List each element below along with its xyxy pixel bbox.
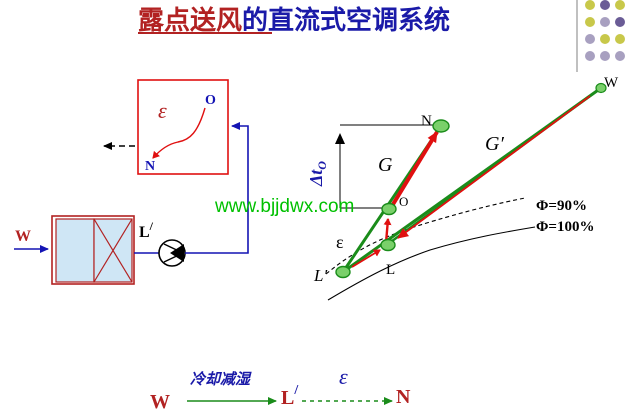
coil-cross-2	[93, 218, 133, 283]
room-point-o: O	[205, 93, 216, 108]
point-l-marker	[380, 238, 396, 252]
system-schematic: W L/ ε O N	[14, 79, 249, 285]
room-process-curve	[152, 107, 206, 159]
room-point-n: N	[145, 159, 155, 174]
phi-90-label: Φ=90%	[536, 198, 587, 214]
label-g: G	[378, 154, 393, 176]
process-end: N	[396, 386, 411, 408]
arrow-lp-to-l	[351, 249, 381, 268]
point-w-marker	[595, 82, 607, 94]
inlet-label: W	[15, 228, 31, 245]
phi-100-label: Φ=100%	[536, 219, 594, 235]
decorative-dots	[576, 0, 625, 72]
unit-chamber	[55, 218, 95, 283]
coil-outlet-label: L/	[139, 219, 154, 241]
process-chain: W 冷却减湿 L/ ε N	[150, 364, 411, 411]
process-epsilon: ε	[339, 364, 348, 389]
title-highlight: 露点送风	[138, 5, 242, 36]
psychrometric-diagram: ΔtO W N O L L′ G G′ ε Φ=90% Φ=100%	[306, 75, 619, 301]
arrow-w-to-l	[397, 95, 591, 239]
label-g-prime: G′	[485, 133, 504, 155]
process-middle: L/	[281, 383, 299, 409]
supply-duct-2	[185, 122, 249, 254]
point-o-label: O	[399, 194, 408, 209]
point-n-marker	[432, 119, 450, 133]
point-l-label: L	[386, 262, 395, 278]
point-n-label: N	[421, 113, 432, 129]
arrow-o-to-n	[390, 130, 439, 208]
label-epsilon: ε	[336, 232, 344, 252]
curve-phi-100	[327, 226, 536, 301]
air-handling-unit	[51, 215, 135, 285]
point-lp-marker	[335, 265, 351, 279]
process-step-label: 冷却减湿	[190, 370, 252, 388]
point-o-marker	[381, 202, 397, 216]
room-epsilon: ε	[158, 98, 167, 123]
watermark-text: www.bjjdwx.com	[214, 196, 354, 217]
point-w-label: W	[604, 75, 619, 91]
page-title: 露点送风的直流式空调系统	[138, 5, 450, 36]
fan-icon	[158, 239, 186, 267]
title-rest: 的直流式空调系统	[242, 5, 450, 36]
point-lp-label: L′	[313, 266, 327, 285]
delta-t-label: ΔtO	[306, 161, 329, 187]
process-start: W	[150, 391, 170, 411]
